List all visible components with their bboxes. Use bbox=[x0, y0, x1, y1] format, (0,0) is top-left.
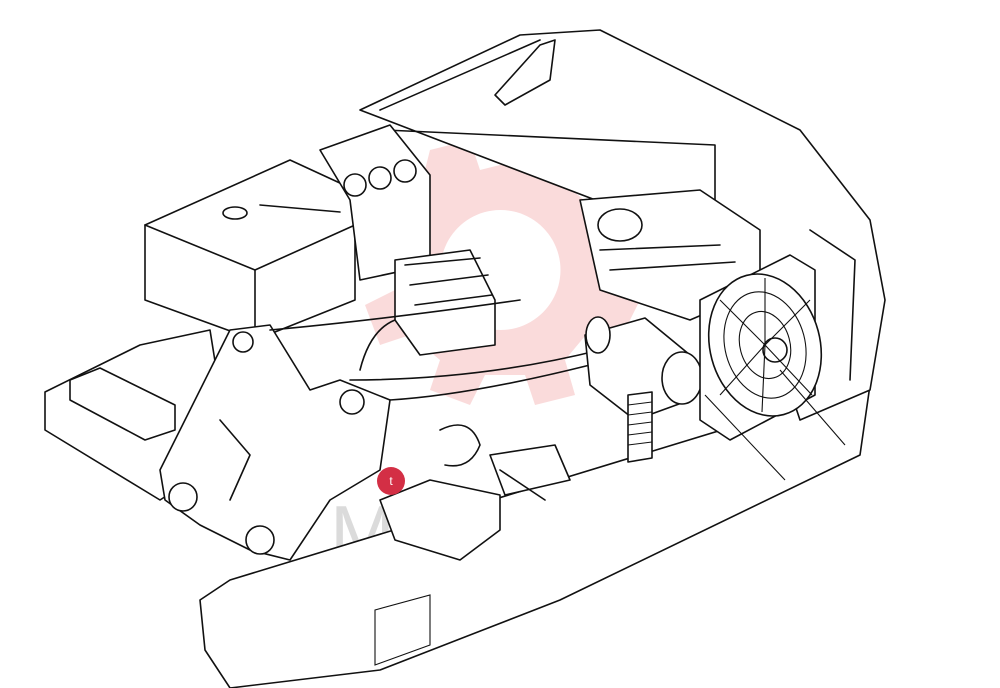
hotspot-label: t bbox=[389, 474, 393, 488]
leader-lines bbox=[704, 369, 846, 481]
hoses bbox=[269, 299, 601, 401]
battery-compartment bbox=[379, 424, 571, 561]
fan-icon bbox=[699, 254, 823, 441]
air-filter bbox=[584, 316, 703, 463]
control-valve-block bbox=[319, 124, 496, 356]
hotspot-marker[interactable]: t bbox=[377, 467, 405, 495]
boom-bracket bbox=[159, 324, 391, 561]
hydraulic-tank bbox=[144, 159, 356, 341]
